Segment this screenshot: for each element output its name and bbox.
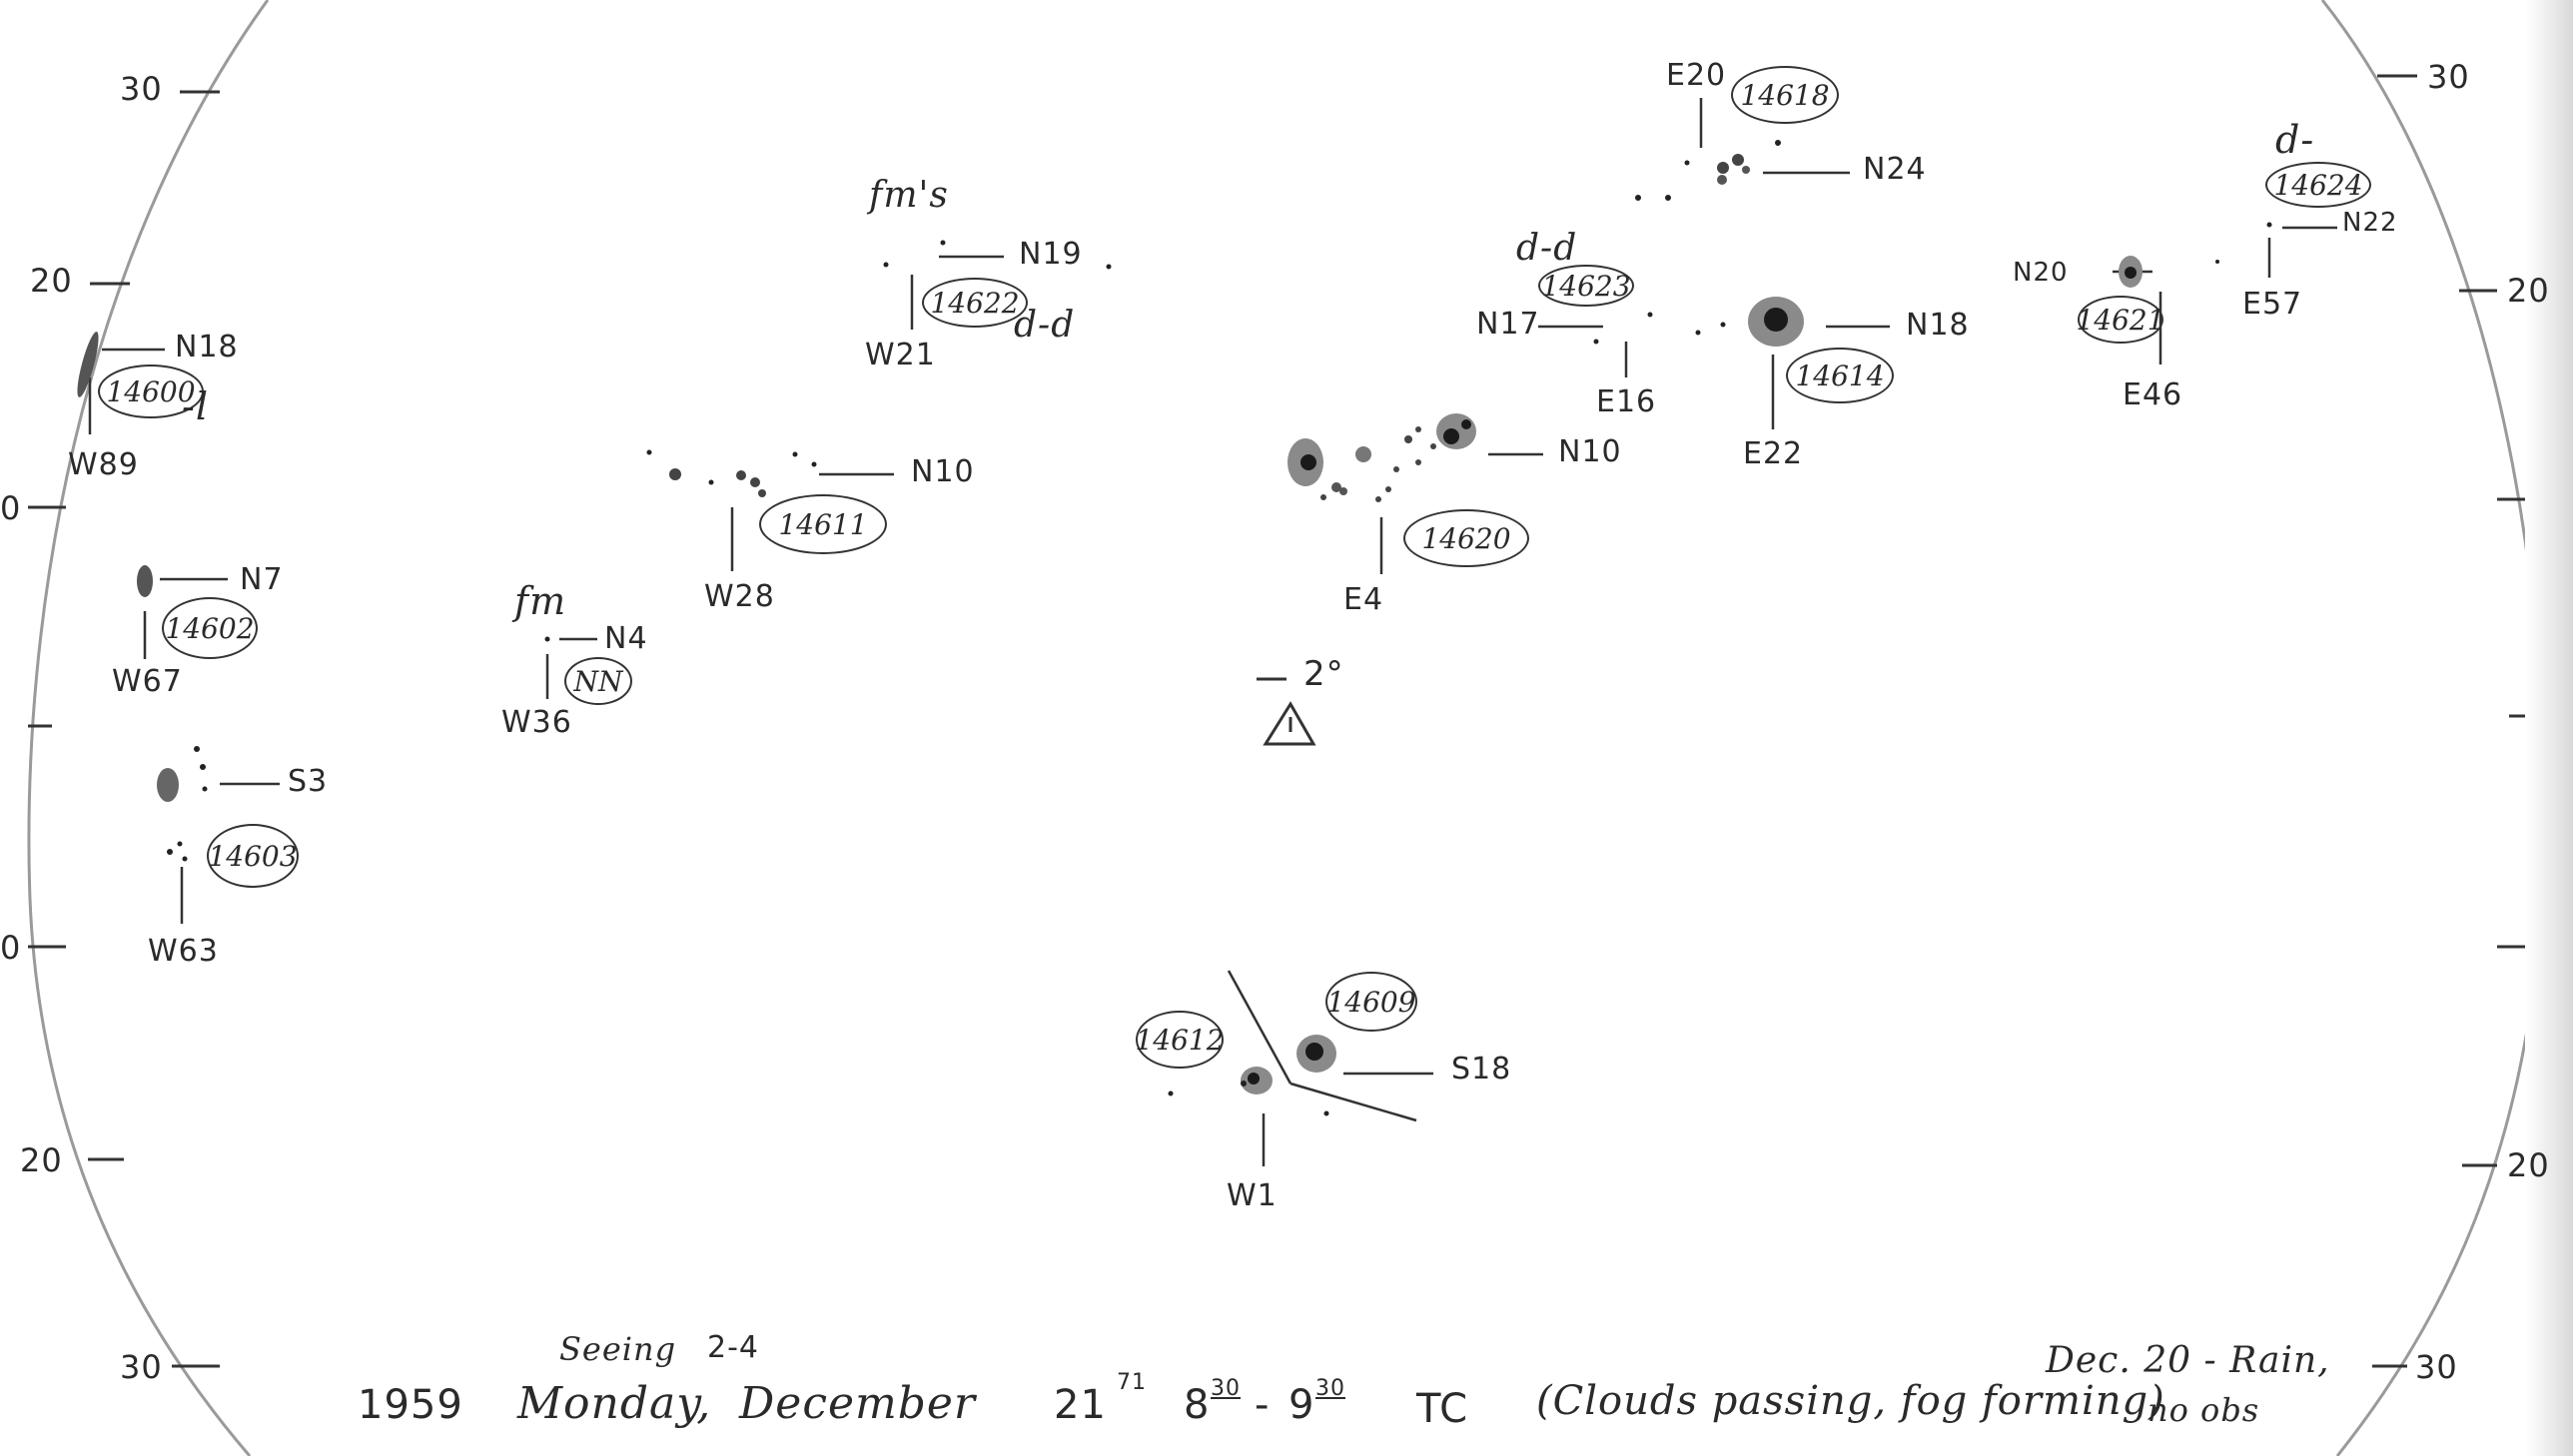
region-14622-note: fm's: [869, 175, 949, 216]
region-14622-lon: W21: [865, 338, 936, 372]
region-14618-lat: N24: [1863, 152, 1927, 187]
region-14611-id: 14611: [759, 494, 887, 554]
spot-14603-main: [157, 768, 179, 802]
grid-label-right-20-bottom: 20: [2507, 1146, 2550, 1184]
sunspots: [77, 140, 2272, 1116]
region-NN-lon: W36: [501, 705, 572, 740]
footer-time-end-sup: 30: [1315, 1376, 1345, 1401]
grid-label-left-30-bottom: 30: [120, 1348, 163, 1386]
region-14623-lat: N17: [1476, 307, 1540, 342]
footer-seeing-value: 2-4: [707, 1330, 759, 1365]
orientation-angle: 2°: [1303, 654, 1344, 694]
region-14624-lon: E57: [2242, 287, 2303, 322]
grid-label-left-0-lower: 0: [0, 929, 22, 967]
region-14620-lat: N10: [1558, 434, 1622, 469]
left-grid-ticks: [28, 90, 220, 1368]
spot-14618: [1717, 162, 1729, 174]
region-14614-lat: N18: [1906, 308, 1970, 343]
region-14600-lon: W89: [68, 447, 139, 482]
footer-time-end: 9: [1288, 1382, 1315, 1428]
region-14620-lon: E4: [1343, 582, 1384, 617]
region-14620-id: 14620: [1403, 509, 1529, 567]
region-14612-lon: W1: [1227, 1178, 1278, 1213]
region-14621-id: 14621: [2076, 296, 2165, 344]
grid-label-right-20-top: 20: [2507, 272, 2550, 310]
region-NN-note: fm: [514, 579, 567, 623]
region-14600-note: -l: [182, 384, 209, 428]
footer-time-sep: -: [1255, 1382, 1271, 1428]
footer-day: 21: [1054, 1382, 1107, 1428]
footer-year: 1959: [358, 1382, 463, 1428]
footer-day-sup: 71: [1117, 1370, 1147, 1395]
footer-observer: TC: [1416, 1386, 1469, 1432]
grid-label-left-0-upper: 0: [0, 489, 22, 527]
spot-14600: [77, 332, 99, 397]
region-14602-lon: W67: [112, 664, 183, 699]
spot-14624: [2266, 222, 2272, 228]
region-14603-id: 14603: [207, 824, 299, 888]
region-14614-lon: E22: [1743, 436, 1804, 471]
region-NN-id: NN: [564, 657, 632, 705]
orientation-triangle: [1257, 677, 1316, 746]
grid-label-left-20-top: 20: [30, 262, 73, 300]
spot-14611-a: [669, 468, 681, 480]
pointer-lines: [88, 98, 2337, 1166]
region-14600-id: 14600: [98, 364, 204, 418]
region-14624-note: d-: [2275, 118, 2315, 162]
footer-seeing-label: Seeing: [559, 1330, 677, 1368]
grid-label-right-30-bottom: 30: [2415, 1348, 2458, 1386]
region-14611-lat: N10: [911, 454, 975, 489]
spot-NN: [544, 636, 550, 642]
region-14623-lon: E16: [1596, 384, 1657, 419]
region-14623-id: 14623: [1538, 265, 1634, 307]
region-14611-lon: W28: [704, 579, 775, 614]
region-14624-id: 14624: [2265, 162, 2371, 208]
region-14622-lat: N19: [1019, 237, 1083, 272]
region-14621-lon: E46: [2123, 377, 2183, 412]
region-14614-id: 14614: [1786, 348, 1894, 403]
region-14622-note2: d-d: [1014, 305, 1076, 346]
spot-14622: [940, 240, 946, 246]
region-14624-lat: N22: [2342, 208, 2398, 238]
grid-label-left-30-top: 30: [120, 70, 163, 108]
footer-month: December: [739, 1378, 976, 1429]
region-14603-lat: S3: [288, 764, 329, 799]
footer-time-start-sup: 30: [1211, 1376, 1241, 1401]
region-14602-lat: N7: [240, 562, 284, 597]
spot-14623: [1647, 312, 1653, 318]
footer-conditions: (Clouds passing, fog forming): [1536, 1378, 2165, 1424]
region-14609-lat: S18: [1451, 1052, 1512, 1087]
region-14618-id: 14618: [1731, 66, 1839, 124]
grid-label-right-30-top: 30: [2427, 58, 2470, 96]
limb-arc-left: [27, 0, 270, 1456]
region-NN-lat: N4: [604, 621, 648, 656]
region-14621-lat: N20: [2013, 258, 2069, 288]
region-14612-id: 14612: [1135, 1011, 1225, 1069]
region-14603-lon: W63: [148, 934, 219, 969]
page-edge-shadow: [2525, 0, 2573, 1456]
region-14602-id: 14602: [162, 597, 258, 659]
region-14600-lat: N18: [175, 330, 239, 364]
footer-weekday: Monday,: [517, 1378, 712, 1429]
region-14609-id: 14609: [1325, 972, 1417, 1032]
region-14622-id: 14622: [922, 278, 1028, 328]
spot-14602: [137, 565, 153, 597]
footer-prev-day-line2: no obs: [2147, 1391, 2260, 1429]
footer-prev-day-line1: Dec. 20 - Rain,: [2046, 1340, 2330, 1381]
grid-label-left-20-bottom: 20: [20, 1141, 63, 1179]
footer-time-start: 8: [1184, 1382, 1211, 1428]
region-14618-lon: E20: [1666, 58, 1727, 93]
region-14623-note: d-d: [1516, 228, 1578, 269]
